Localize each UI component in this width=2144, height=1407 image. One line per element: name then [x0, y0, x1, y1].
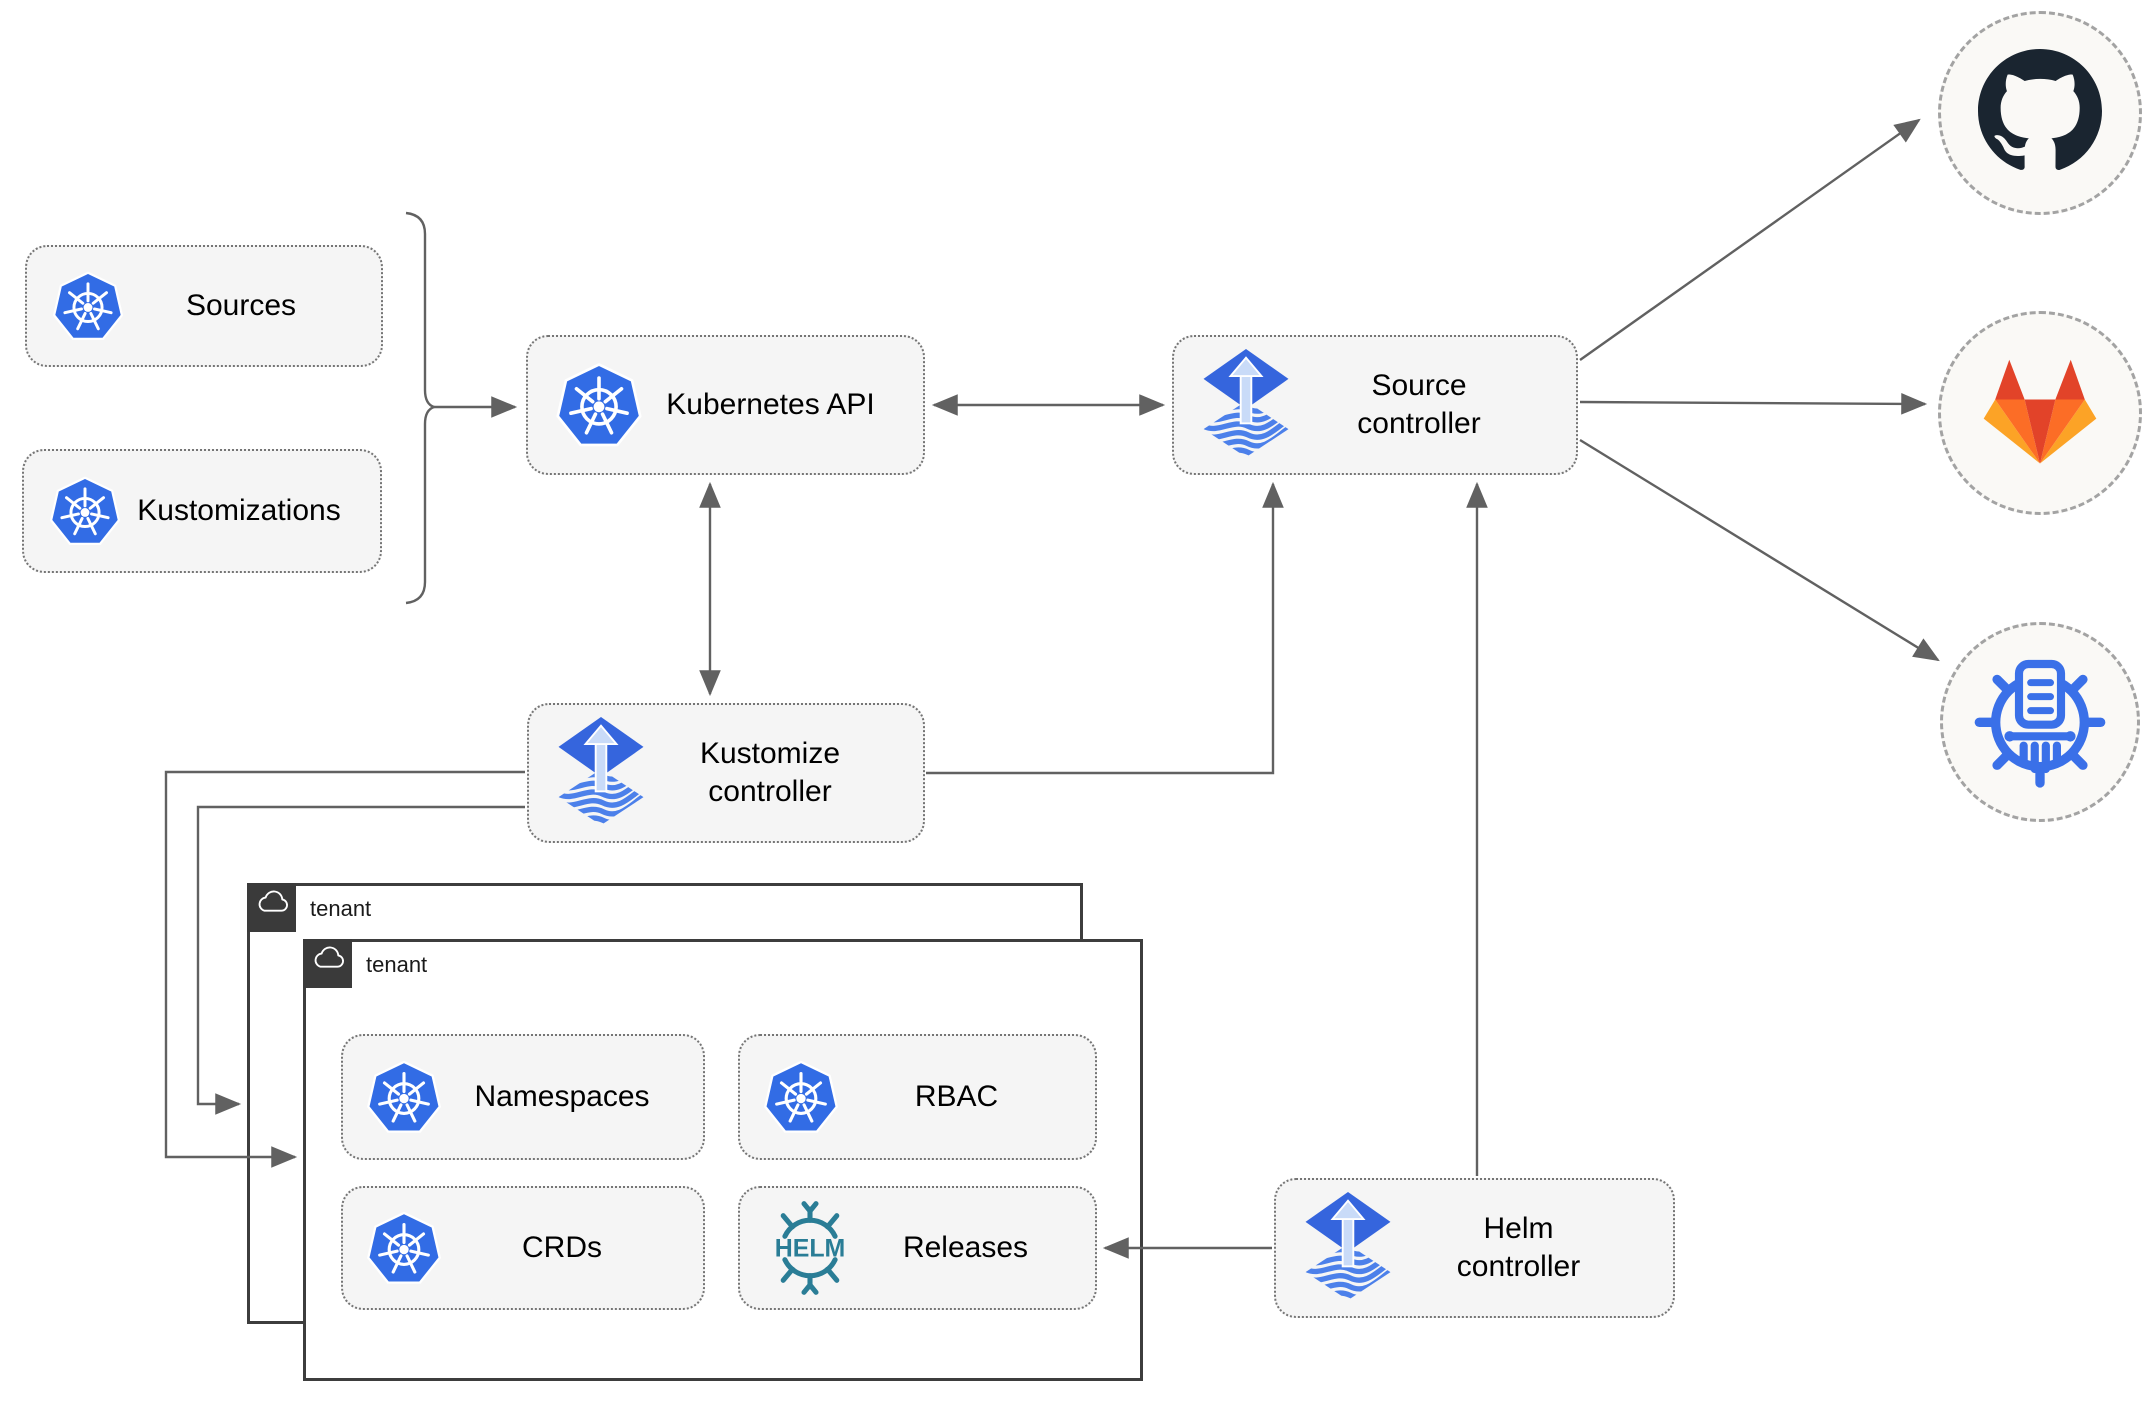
gitlab-remote: [1938, 311, 2142, 515]
flux-icon: [557, 717, 645, 829]
node-label: Sources: [185, 289, 297, 322]
node-label: Kustomize controller: [699, 737, 841, 808]
kubernetes-icon: [365, 1058, 443, 1136]
node-label: Helm controller: [1456, 1212, 1581, 1283]
bucket-remote: [1940, 622, 2140, 822]
node-crds: CRDs: [341, 1186, 705, 1310]
grouping-brace: [405, 211, 438, 605]
kubernetes-icon: [554, 360, 644, 450]
edge-source-bucket: [1579, 438, 1940, 662]
helm-icon: HELM: [762, 1200, 858, 1296]
edge-source-github: [1579, 118, 1921, 361]
node-label: Kubernetes API: [666, 388, 875, 421]
node-releases: HELM Releases: [738, 1186, 1097, 1310]
kubernetes-icon: [365, 1209, 443, 1287]
edge-kustomize-source: [926, 481, 1284, 775]
github-icon: [1978, 48, 2102, 178]
kubernetes-bucket-icon: [1970, 650, 2110, 795]
flux-icon: [1304, 1192, 1392, 1304]
tenant-box-inner: tenant: [303, 939, 1143, 1381]
kubernetes-icon: [48, 474, 122, 548]
node-kubernetes-api: Kubernetes API: [526, 335, 925, 475]
node-label: Kustomizations: [137, 494, 341, 527]
github-remote: [1938, 11, 2142, 215]
tenant-label: tenant: [366, 952, 428, 977]
svg-text:HELM: HELM: [775, 1234, 846, 1262]
node-label: Releases: [902, 1231, 1029, 1264]
node-rbac: RBAC: [738, 1034, 1097, 1160]
node-label: Source controller: [1357, 369, 1481, 440]
tenant-header: [303, 939, 352, 988]
node-helm-controller: Helm controller: [1274, 1178, 1675, 1318]
node-kustomize-controller: Kustomize controller: [527, 703, 925, 843]
node-sources: Sources: [25, 245, 383, 367]
node-label: Namespaces: [474, 1080, 650, 1113]
edge-source-gitlab: [1579, 393, 1928, 415]
cloud-icon: [311, 944, 345, 983]
kubernetes-icon: [51, 269, 125, 343]
node-source-controller: Source controller: [1172, 335, 1578, 475]
tenant-header: [247, 883, 296, 932]
flux-icon: [1202, 349, 1290, 461]
node-kustomizations: Kustomizations: [22, 449, 382, 573]
tenant-label: tenant: [310, 896, 372, 921]
node-label: CRDs: [522, 1231, 602, 1264]
node-label: RBAC: [914, 1080, 999, 1113]
cloud-icon: [255, 888, 289, 927]
kubernetes-icon: [762, 1058, 840, 1136]
gitlab-icon: [1976, 352, 2104, 475]
node-namespaces: Namespaces: [341, 1034, 705, 1160]
